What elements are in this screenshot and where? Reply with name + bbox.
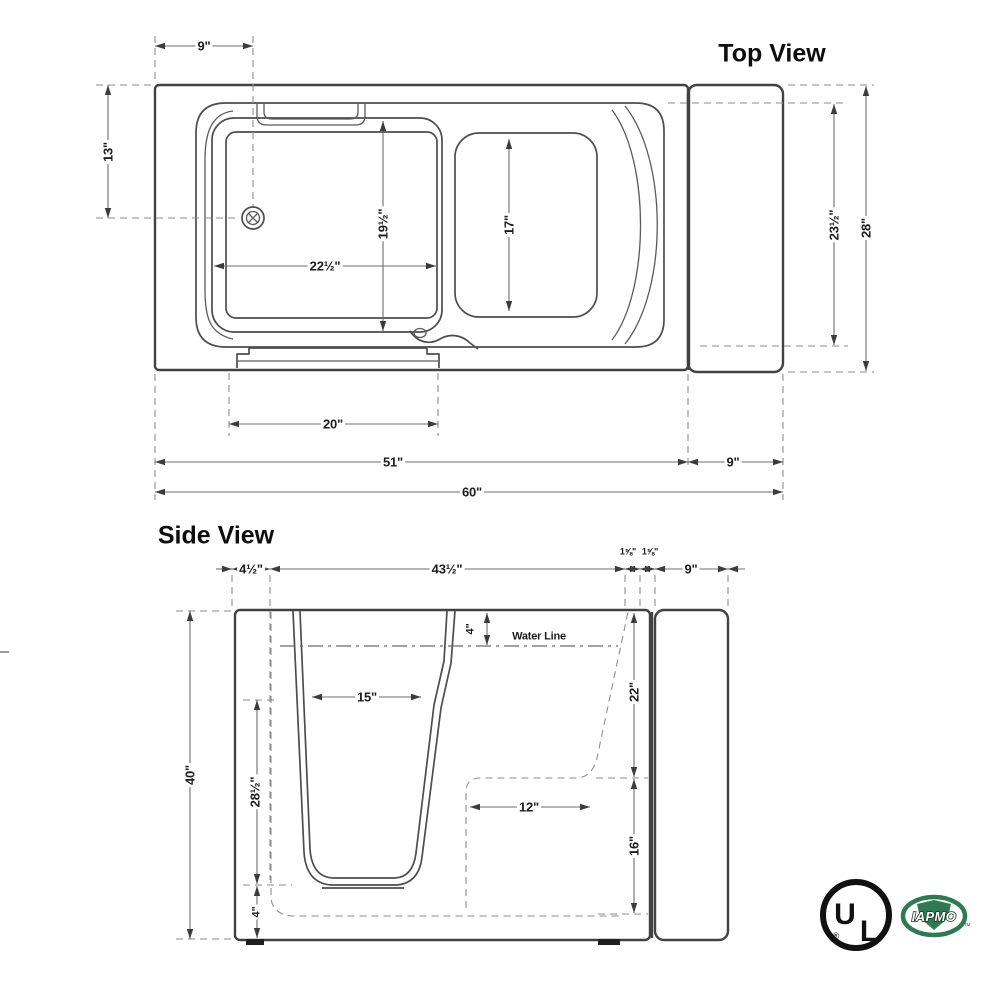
tub-interior-outline (270, 612, 622, 917)
door-bulge-contour (204, 110, 234, 340)
door-outline (211, 117, 443, 333)
tub-rim-outline (195, 102, 665, 348)
tub-back-contour-1 (611, 109, 642, 341)
seat-profile-outline (465, 611, 629, 908)
dim-label-door-inner-width: 22½" (307, 258, 343, 274)
dim-label-small-left: 1⅝" (619, 546, 637, 557)
iapmo-trademark: ™ (964, 923, 971, 930)
drain-icon (241, 206, 265, 230)
ul-circle (820, 879, 892, 951)
dim-label-rim-to-seat: 22" (626, 679, 642, 705)
dim-label-overall-depth: 28" (858, 215, 874, 241)
rim-notch-inner (263, 104, 359, 120)
dim-label-base-height: 4" (250, 904, 263, 920)
tub-foot-right (598, 939, 620, 945)
side-view-title: Side View (157, 521, 275, 550)
top-view-extension-lines (96, 36, 874, 500)
dim-label-seat-width: 17" (501, 212, 517, 238)
dim-label-body-length: 51" (380, 454, 406, 470)
dim-label-water-depth: 4" (464, 621, 477, 637)
door-well-inner (299, 610, 448, 879)
iapmo-logo: IAPMO ™ (900, 894, 971, 938)
ul-logo: U L ® (820, 879, 892, 951)
dim-label-deck-top: 43½" (429, 561, 465, 577)
door-sill-outline (236, 347, 440, 368)
dim-label-seat-depth: 12" (516, 799, 542, 815)
dim-label-left-height: 13" (100, 139, 116, 165)
dim-label-extension-top: 9" (682, 561, 700, 577)
dim-label-sill-width: 20" (320, 416, 346, 432)
dim-label-door-bottom-width: 15" (354, 689, 380, 705)
deck-outline (153, 83, 690, 372)
dim-label-door-inner-depth: 19½" (375, 206, 391, 242)
dim-label-overall-height: 40" (182, 762, 198, 788)
top-view-drawing (96, 36, 874, 500)
dim-label-inner-depth: 23½" (826, 207, 842, 243)
water-line-label: Water Line (512, 630, 566, 643)
dim-label-opening-height: 28½" (247, 774, 263, 810)
door-inner-outline (225, 131, 438, 319)
tub-back-contour-2 (624, 105, 658, 345)
dim-label-top-width: 9" (195, 38, 213, 54)
dim-label-overall-length: 60" (459, 484, 485, 500)
dim-label-extension-length: 9" (724, 454, 742, 470)
iapmo-shield-icon (917, 900, 951, 930)
side-view-extension-lines (176, 575, 729, 940)
extension-outline (686, 83, 785, 374)
side-extension-outline (653, 608, 730, 942)
top-view-dimension-lines (104, 42, 870, 496)
side-view-drawing (176, 565, 745, 945)
dim-label-small-right: 1⅝" (641, 546, 659, 557)
door-well-outer (292, 610, 456, 886)
rim-notch-outer (256, 104, 366, 126)
ul-letter-u: U (834, 898, 856, 931)
side-body-outline (233, 608, 652, 942)
iapmo-label: IAPMO (912, 909, 957, 924)
seat-outline (454, 132, 598, 318)
door-latch-icon (409, 327, 479, 350)
dim-label-door-offset: 4½" (237, 561, 265, 577)
ul-letter-l: L (860, 915, 878, 948)
dim-label-seat-height: 16" (626, 833, 642, 859)
ul-registered-mark: ® (833, 931, 840, 941)
tub-foot-left (246, 939, 264, 945)
top-view-title: Top View (718, 39, 826, 68)
